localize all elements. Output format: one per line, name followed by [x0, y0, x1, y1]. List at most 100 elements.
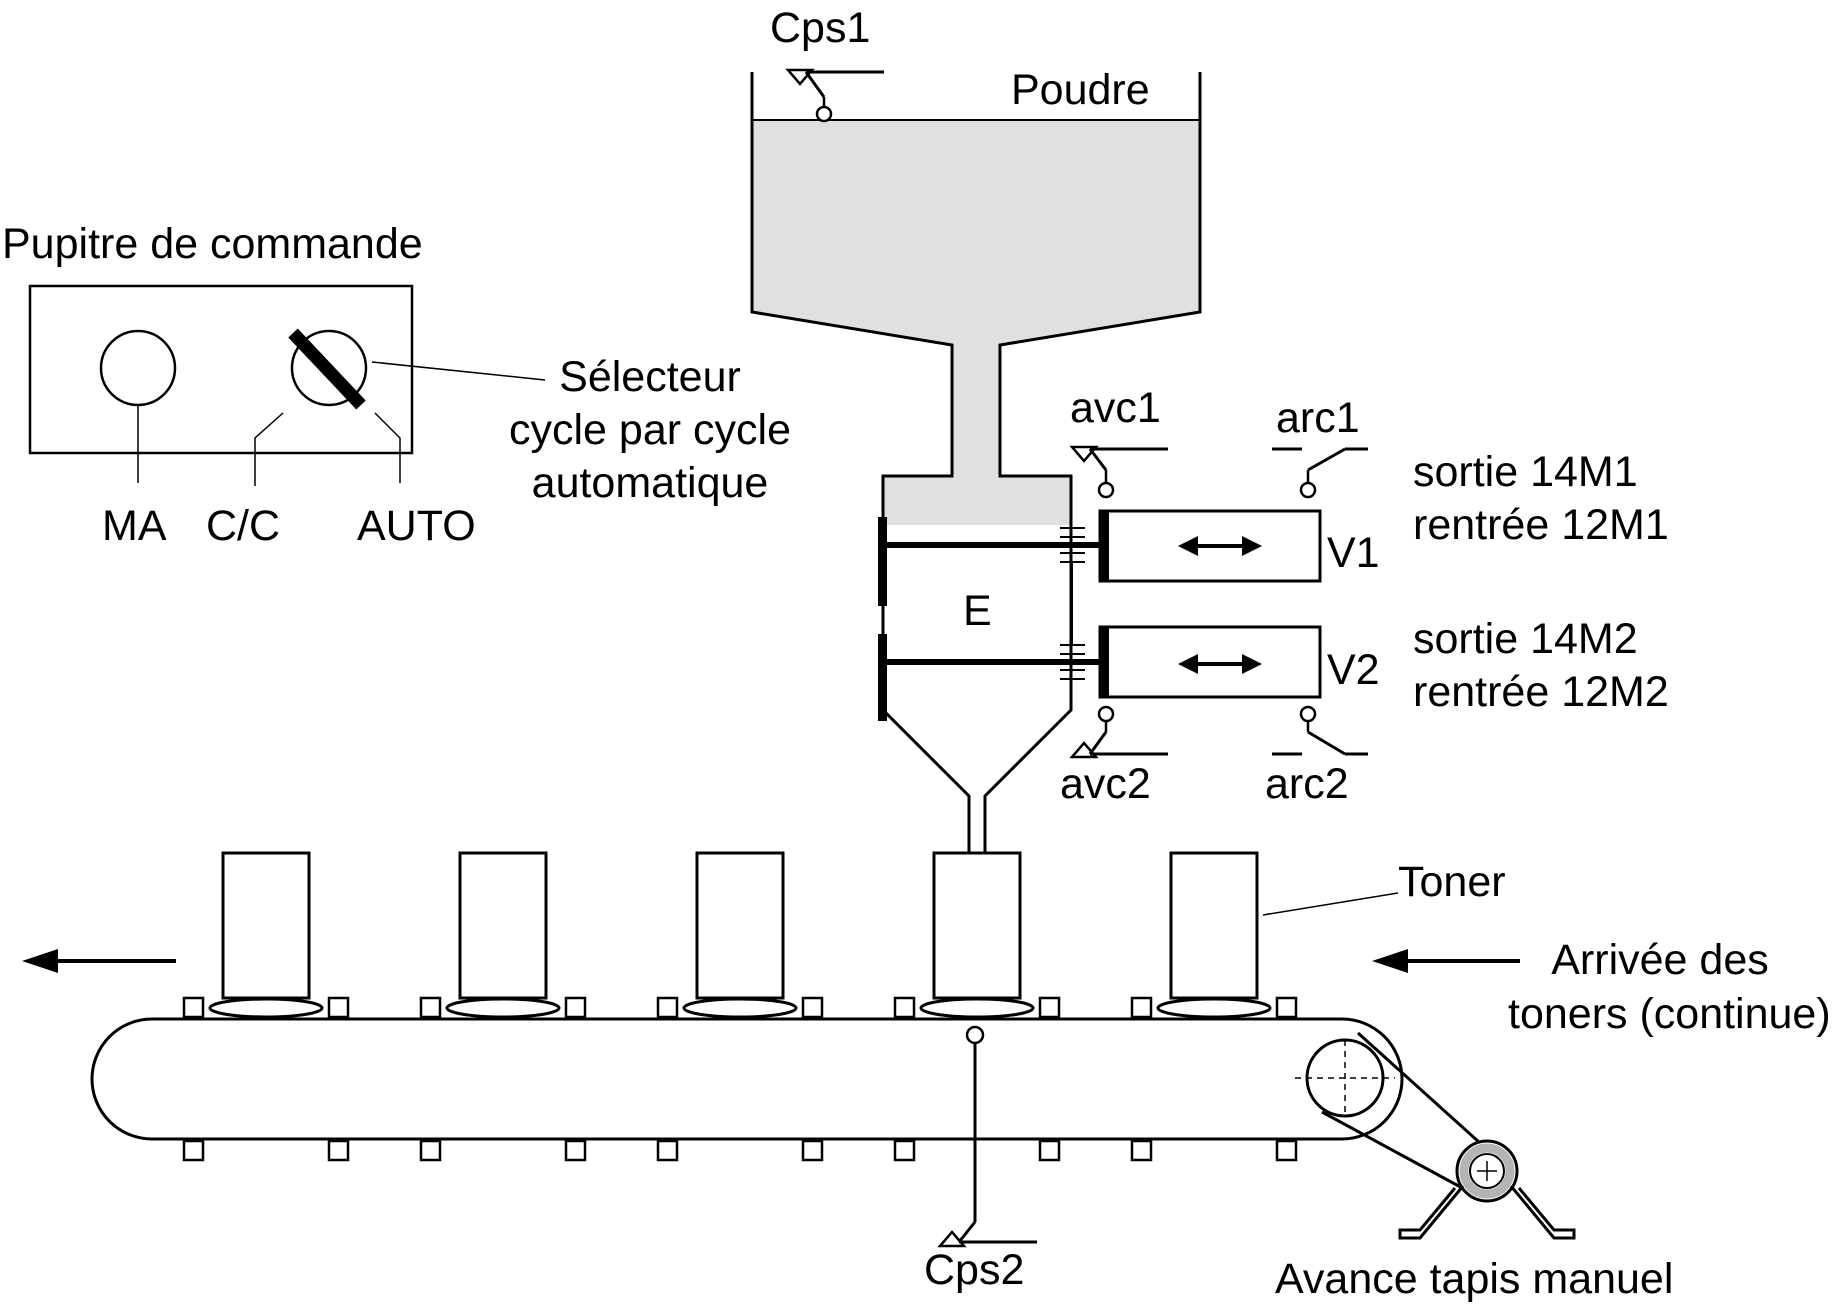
- toner-arrival-arrow-icon: [1372, 949, 1520, 973]
- rentree1-label: rentrée 12M1: [1413, 501, 1669, 549]
- selector-leader: [371, 361, 546, 381]
- selector-switch[interactable]: [290, 329, 368, 407]
- v1-double-arrow-icon: [1178, 536, 1262, 556]
- arc2-label: arc2: [1265, 760, 1349, 808]
- avc1-label: avc1: [1070, 384, 1161, 432]
- conveyor-belt: Avance tapis manuel Cps2: [90, 851, 1673, 1303]
- belt-cleat-bottom: [1275, 1139, 1298, 1162]
- cps2-label: Cps2: [924, 1246, 1024, 1294]
- belt-cleat-top: [656, 996, 679, 1019]
- toner-base: [445, 997, 561, 1019]
- toner-base: [208, 997, 324, 1019]
- gate-plate-1: [878, 517, 887, 606]
- toner-cartridge: [1130, 851, 1298, 1019]
- avc2-label: avc2: [1060, 760, 1151, 808]
- belt-cleat-bottom: [801, 1139, 824, 1162]
- belt-cleat-top: [182, 996, 205, 1019]
- v2-double-arrow-icon: [1178, 654, 1262, 674]
- selector-label-3: automatique: [532, 459, 769, 507]
- dosing-chamber: E V1 V2: [878, 384, 1669, 808]
- belt-cleat-top: [893, 996, 916, 1019]
- rentree2-label: rentrée 12M2: [1413, 668, 1669, 716]
- ma-button[interactable]: [99, 329, 177, 407]
- arrivee-label-2: toners (continue): [1508, 990, 1831, 1038]
- sortie2-label: sortie 14M2: [1413, 615, 1638, 663]
- crank-bearing: [1459, 1143, 1515, 1199]
- toner-body: [458, 851, 548, 1000]
- arc2-switch: [1272, 705, 1368, 756]
- belt-cleat-top: [1038, 996, 1061, 1019]
- crank-stand-left: [1398, 1185, 1465, 1240]
- hopper-outline: [750, 72, 1202, 852]
- v2-label: V2: [1327, 646, 1380, 694]
- toner-base: [919, 997, 1035, 1019]
- toner-label: Toner: [1398, 858, 1506, 906]
- chamber-label: E: [963, 587, 992, 635]
- toner-leader: [1262, 892, 1399, 916]
- toner-body: [695, 851, 785, 1000]
- toner-body: [1169, 851, 1259, 1000]
- cps1-label: Cps1: [770, 4, 870, 52]
- ma-label: MA: [102, 502, 167, 550]
- auto-label: AUTO: [357, 502, 476, 550]
- v2-piston: [1100, 627, 1109, 697]
- powder-hopper: Poudre Cps1: [750, 4, 1202, 852]
- belt-cleat-top: [327, 996, 350, 1019]
- belt-outline: [90, 1017, 1404, 1141]
- crank-belt-lower: [1321, 1110, 1467, 1192]
- poudre-label: Poudre: [1011, 66, 1150, 114]
- toner-base: [682, 997, 798, 1019]
- sortie1-label: sortie 14M1: [1413, 448, 1638, 496]
- cps1-float: [815, 105, 833, 123]
- cps2-contact-tip: [937, 1230, 967, 1248]
- selector-handle: [288, 328, 366, 410]
- belt-cleat-top: [1275, 996, 1298, 1019]
- cps2-sensor: [937, 1025, 1037, 1248]
- belt-cleat-top: [419, 996, 442, 1019]
- hand-crank[interactable]: [1398, 1139, 1576, 1240]
- crank-stand-right: [1509, 1185, 1576, 1240]
- belt-cleat-bottom: [327, 1139, 350, 1162]
- arc1-label: arc1: [1276, 394, 1360, 442]
- avc1-switch: [1069, 445, 1168, 499]
- avc2-switch: [1069, 705, 1168, 759]
- toner-body: [932, 851, 1022, 1000]
- toner-base: [1156, 997, 1272, 1019]
- panel-title: Pupitre de commande: [2, 220, 423, 268]
- belt-cleat-bottom: [1130, 1139, 1153, 1162]
- toner-cartridge: [656, 851, 824, 1019]
- powder-fill: [752, 120, 1200, 525]
- auto-leader: [374, 412, 401, 483]
- belt-cleat-bottom: [1038, 1139, 1061, 1162]
- arc1-switch: [1272, 447, 1368, 499]
- toner-cartridge: [182, 851, 350, 1019]
- panel-box: [28, 284, 414, 455]
- rod-guides: [1060, 527, 1085, 680]
- belt-cleat-bottom: [182, 1139, 205, 1162]
- belt-cleat-top: [564, 996, 587, 1019]
- belt-cleat-bottom: [893, 1139, 916, 1162]
- v1-label: V1: [1327, 529, 1380, 577]
- cps2-contact-arm: [957, 1221, 977, 1243]
- cc-leader: [254, 412, 284, 486]
- belt-cleat-bottom: [656, 1139, 679, 1162]
- toner-cartridge: [419, 851, 587, 1019]
- selector-label-2: cycle par cycle: [509, 406, 791, 454]
- toner-row: [182, 851, 1298, 1019]
- selector-label-1: Sélecteur: [559, 353, 741, 401]
- cps1-sensor: [785, 68, 884, 123]
- belt-exit-arrow-icon: [22, 949, 176, 973]
- cc-label: C/C: [206, 502, 280, 550]
- belt-cleat-bottom: [564, 1139, 587, 1162]
- toner-cartridge: [893, 851, 1061, 1019]
- crank-belt-upper: [1356, 1031, 1492, 1154]
- v1-piston: [1100, 511, 1109, 581]
- control-panel: Pupitre de commande MA C/C AUTO Sélecteu…: [2, 220, 791, 550]
- cps1-contact-tip: [785, 68, 815, 86]
- bottom-cleats: [182, 1139, 1298, 1162]
- cps2-roller: [965, 1025, 985, 1045]
- belt-cleat-top: [1130, 996, 1153, 1019]
- arrivee-label-1: Arrivée des: [1551, 936, 1768, 984]
- gate-plate-2: [878, 634, 887, 721]
- belt-cleat-top: [801, 996, 824, 1019]
